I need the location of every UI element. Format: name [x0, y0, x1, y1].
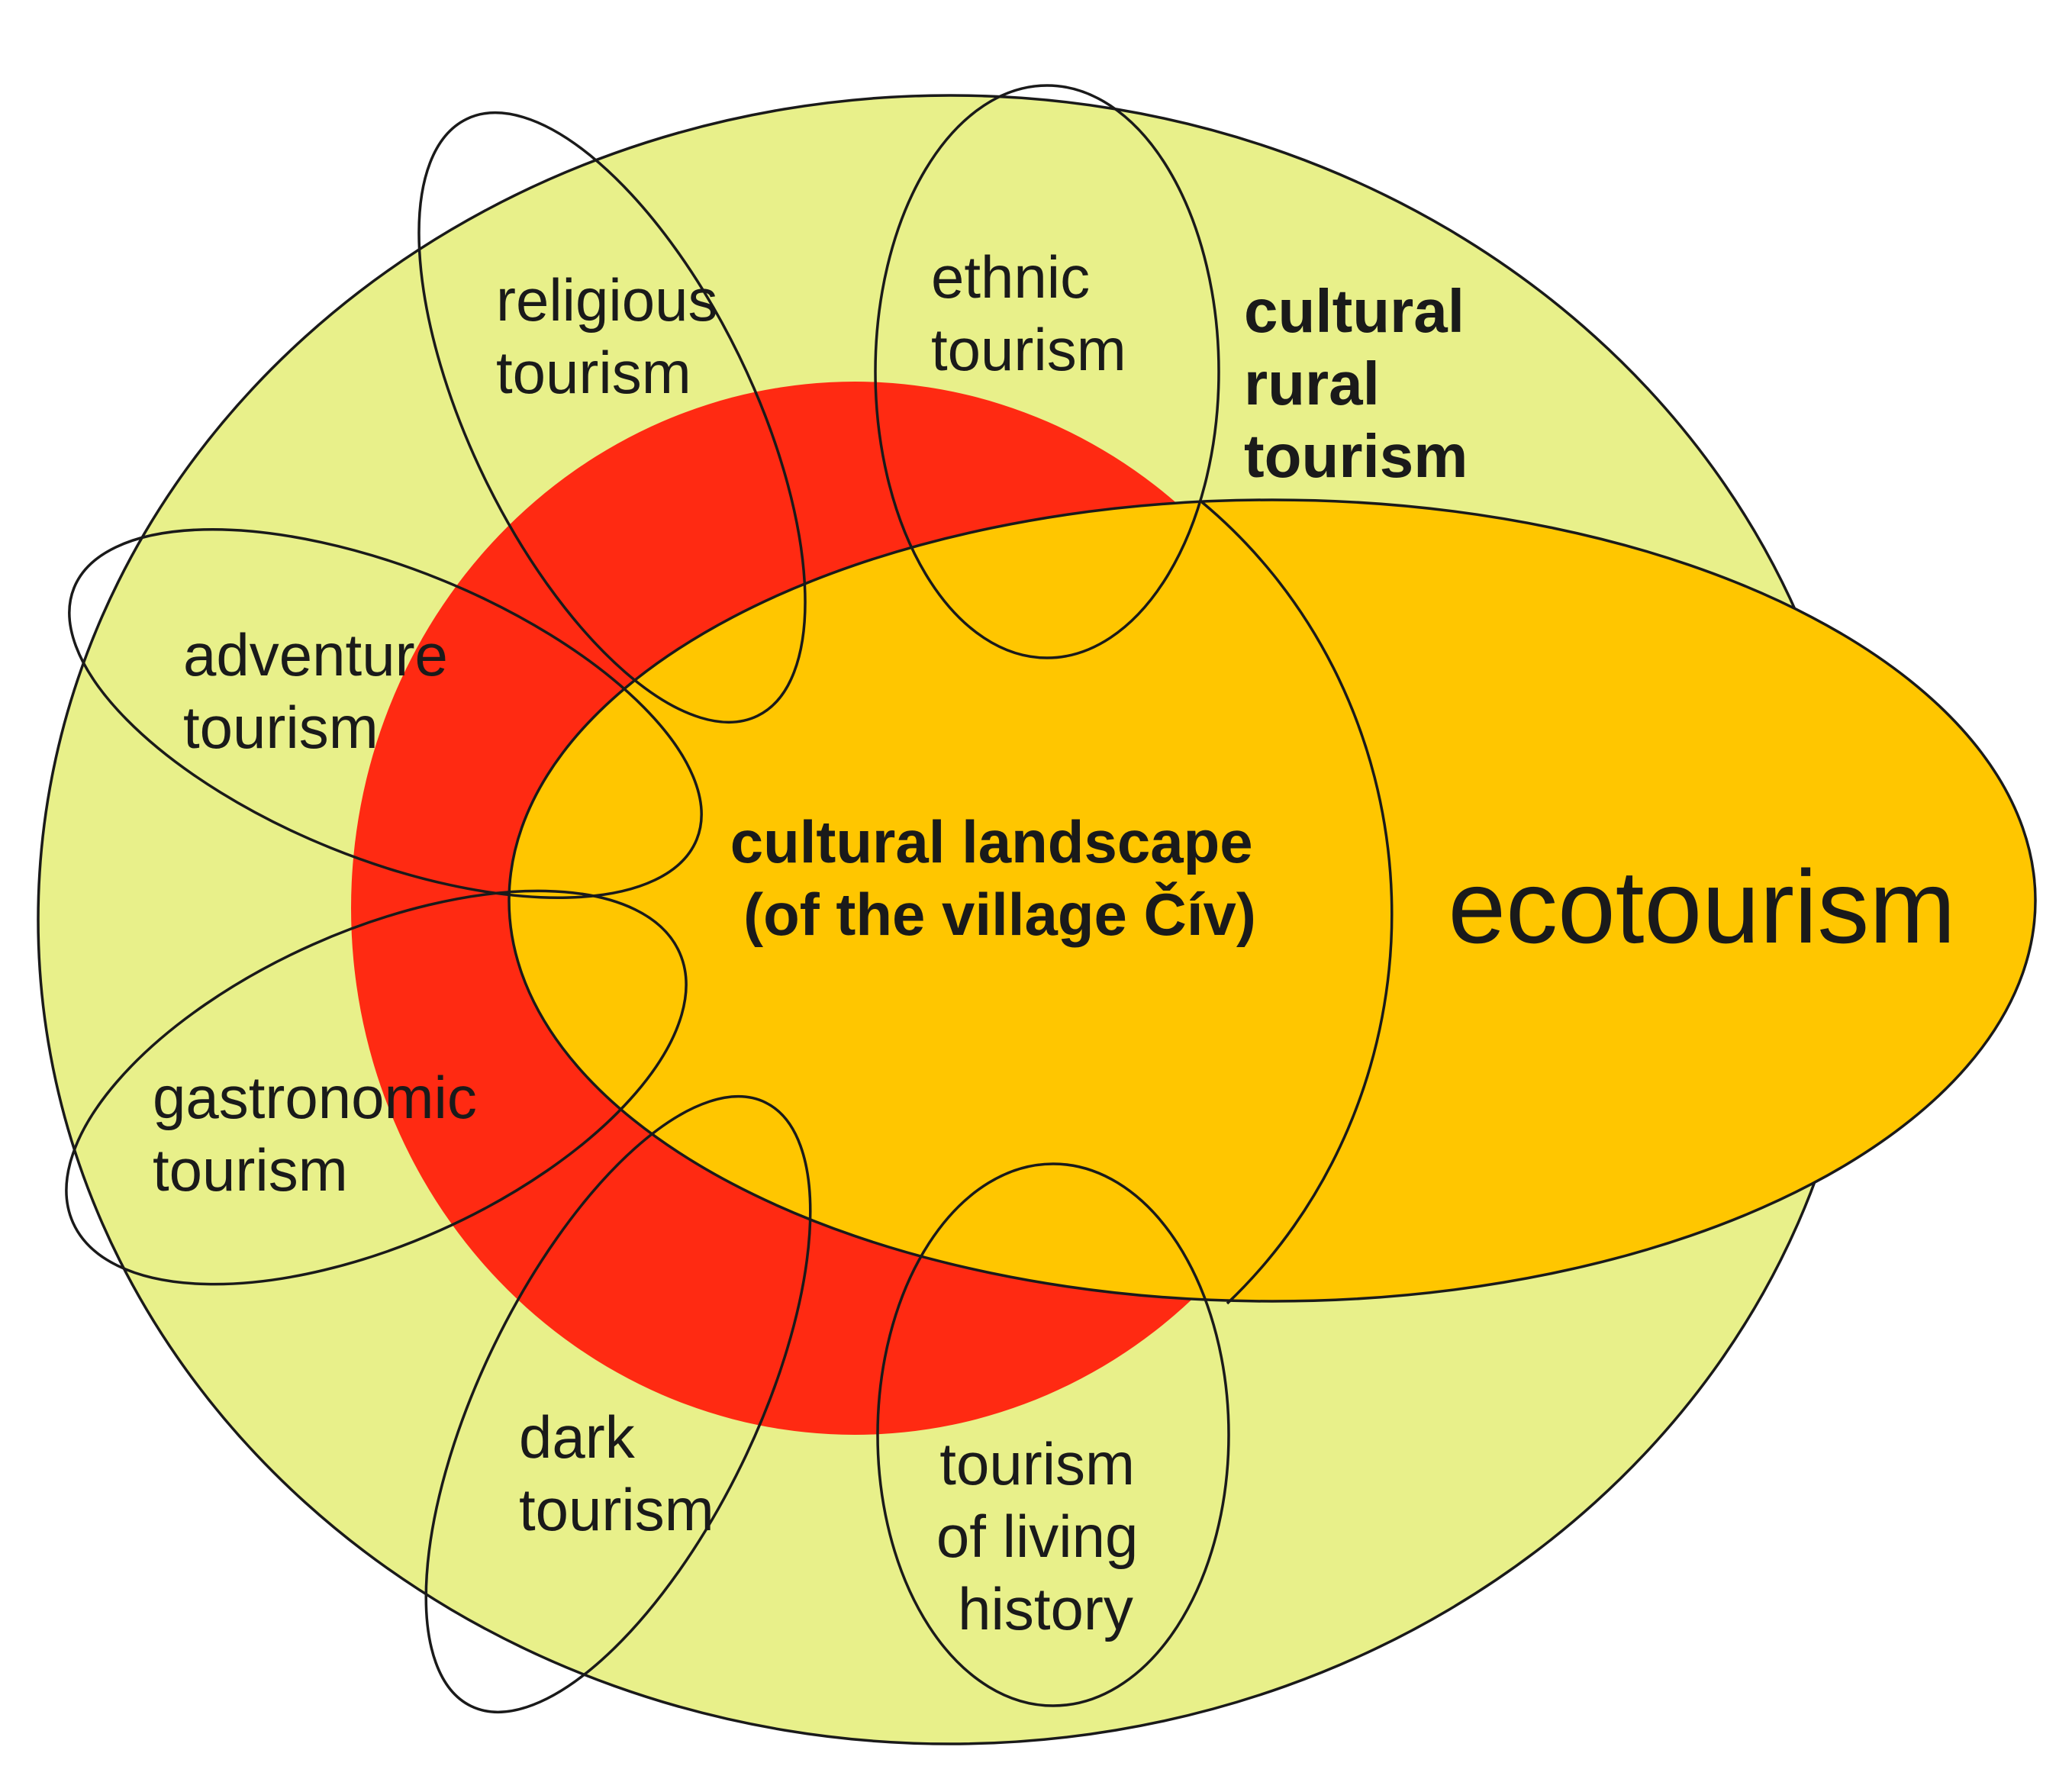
label-cultural-rural-tourism: cultural rural tourism [1244, 277, 1481, 490]
petal-adventure [68, 527, 703, 900]
petal-gastronomic [65, 889, 688, 1286]
label-living-history: tourism of living history [936, 1430, 1155, 1642]
petal-dark [424, 1094, 812, 1714]
label-ecotourism: ecotourism [1448, 849, 1955, 965]
label-adventure: adventure tourism [183, 621, 465, 761]
label-ethnic: ethnic tourism [931, 243, 1126, 383]
label-dark: dark tourism [519, 1404, 714, 1543]
petal-living-history [876, 1162, 1230, 1707]
petal-ethnic [874, 84, 1220, 659]
petal-religious [417, 111, 807, 724]
label-religious: religious tourism [496, 266, 734, 406]
ecotourism-ellipse [508, 498, 2037, 1303]
label-cultural-landscape: cultural landscape (of the village Čív) [730, 808, 1270, 948]
label-gastronomic: gastronomic tourism [153, 1064, 494, 1204]
ring-boundary-arc [1200, 501, 1394, 1305]
